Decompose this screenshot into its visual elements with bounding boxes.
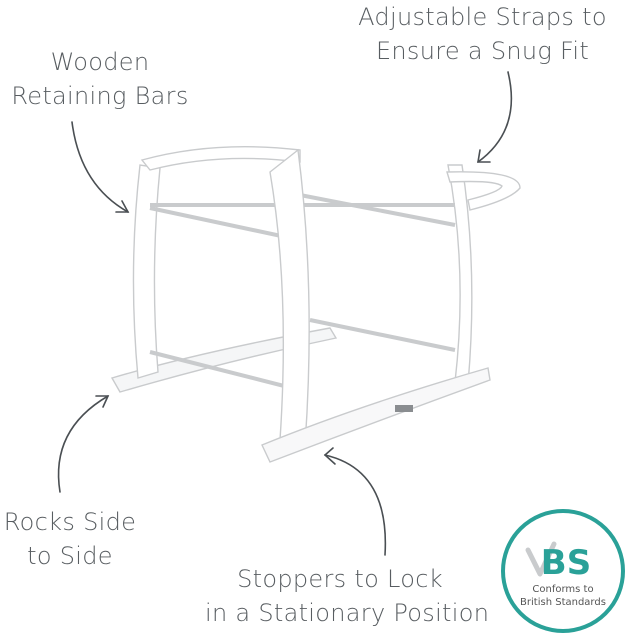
rocks-arrowhead — [95, 395, 110, 408]
straps-arrow — [477, 71, 513, 163]
badge-ring-icon: BS — [501, 509, 625, 633]
stoppers-arrowhead — [323, 447, 336, 465]
wooden-bars-arrow — [71, 121, 129, 213]
callout-line: Adjustable Straps to — [358, 3, 607, 31]
badge-text: Conforms to British Standards — [500, 583, 626, 609]
stoppers-arrow — [324, 454, 387, 556]
rocks-callout: Rocks Side to Side — [0, 505, 140, 573]
callout-line: Wooden — [50, 48, 150, 76]
callout-line: to Side — [27, 542, 113, 570]
callout-line: Stoppers to Lock — [237, 565, 443, 593]
straps-callout: Adjustable Straps to Ensure a Snug Fit — [330, 0, 635, 68]
rocking-stand-image — [110, 145, 521, 463]
straps-arrowhead — [477, 149, 491, 163]
callout-line: Retaining Bars — [11, 82, 189, 110]
british-standards-badge: BS Conforms to British Standards — [500, 508, 626, 634]
wooden-bars-arrowhead — [115, 200, 130, 213]
wooden-bars-callout: Wooden Retaining Bars — [0, 45, 200, 113]
arrows — [57, 71, 513, 556]
badge-mark: BS — [541, 543, 591, 583]
badge-line: Conforms to — [532, 584, 594, 595]
badge-line: British Standards — [520, 597, 606, 608]
callout-line: Rocks Side — [3, 508, 137, 536]
rocks-arrow — [57, 395, 109, 493]
stoppers-callout: Stoppers to Lock in a Stationary Positio… — [205, 562, 490, 630]
callout-line: in a Stationary Position — [205, 599, 490, 627]
callout-line: Ensure a Snug Fit — [375, 37, 590, 65]
